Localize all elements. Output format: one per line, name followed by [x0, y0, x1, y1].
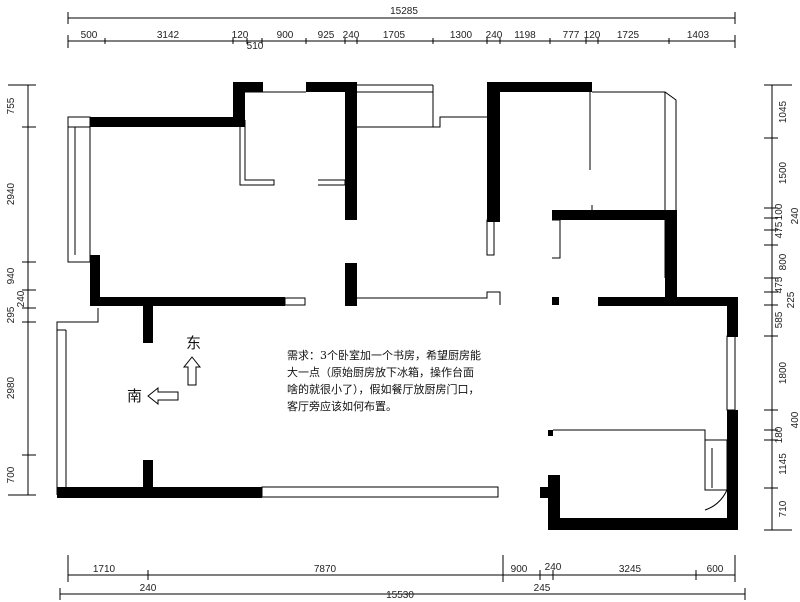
dim-right-0: 1045 [778, 100, 789, 123]
dim-bottom-5: 245 [534, 583, 551, 594]
dim-top-10: 1198 [514, 30, 536, 41]
dim-right-6: 475 [774, 276, 785, 293]
dim-left-5: 2980 [6, 376, 17, 399]
dim-top-3: 510 [247, 41, 264, 52]
dim-top-13: 1725 [617, 30, 640, 41]
dim-left-6: 700 [6, 466, 17, 483]
dim-right-13: 710 [778, 500, 789, 517]
dim-right-12: 1145 [778, 453, 789, 475]
dim-right-9: 1800 [778, 361, 789, 384]
dim-top-12: 120 [584, 30, 601, 41]
dim-top-14: 1403 [687, 30, 710, 41]
dim-right-8: 585 [774, 311, 785, 328]
dim-bottom-0: 1710 [93, 564, 116, 575]
dim-left-4: 295 [6, 306, 17, 323]
note-line: 大一点（原始厨房放下冰箱，操作台面 [287, 366, 474, 379]
east-arrow-icon [182, 356, 202, 386]
dim-right-11: 180 [774, 426, 785, 443]
dim-bottom-total: 15530 [386, 590, 414, 601]
dim-top-8: 1300 [450, 30, 473, 41]
dim-top-7: 1705 [383, 30, 406, 41]
dim-right-2: 100 [774, 203, 785, 220]
dim-top-4: 900 [277, 30, 294, 41]
dim-right-4: 475 [774, 221, 785, 238]
east-label: 东 [186, 334, 201, 352]
walls [57, 82, 738, 530]
dim-bottom-2: 7870 [314, 564, 337, 575]
dim-top-1: 3142 [157, 30, 180, 41]
dim-right-5: 800 [778, 253, 789, 270]
dim-left-3: 240 [16, 290, 27, 307]
south-label: 南 [127, 387, 142, 405]
south-arrow-icon [147, 386, 179, 406]
dim-top-9: 240 [486, 30, 503, 41]
dim-top-5: 925 [318, 30, 335, 41]
dim-right-10: 400 [790, 411, 800, 428]
dim-right-7: 225 [786, 291, 797, 308]
dim-top-11: 777 [563, 30, 580, 41]
dim-bottom-6: 3245 [619, 564, 642, 575]
dim-left-0: 755 [6, 97, 17, 114]
note-line: 需求：3个卧室加一个书房，希望厨房能 [287, 349, 481, 362]
dim-top-2: 120 [232, 30, 249, 41]
note-line: 客厅旁应该如何布置。 [287, 400, 397, 413]
dim-bottom-7: 600 [707, 564, 724, 575]
note-line: 啥的就很小了），假如餐厅放厨房门口， [287, 383, 480, 396]
dim-bottom-4: 240 [545, 562, 562, 573]
dim-left-2: 940 [6, 267, 17, 284]
dim-right-3: 240 [790, 207, 800, 224]
dim-right-1: 1500 [778, 161, 789, 184]
dim-top-6: 240 [343, 30, 360, 41]
requirement-note: 需求：3个卧室加一个书房，希望厨房能 大一点（原始厨房放下冰箱，操作台面 啥的就… [287, 347, 517, 415]
dim-bottom-1: 240 [140, 583, 157, 594]
top-total-text: 15285 [390, 6, 418, 17]
dim-bottom-3: 900 [511, 564, 528, 575]
dim-top-0: 500 [81, 30, 98, 41]
dim-left-1: 2940 [6, 182, 17, 205]
